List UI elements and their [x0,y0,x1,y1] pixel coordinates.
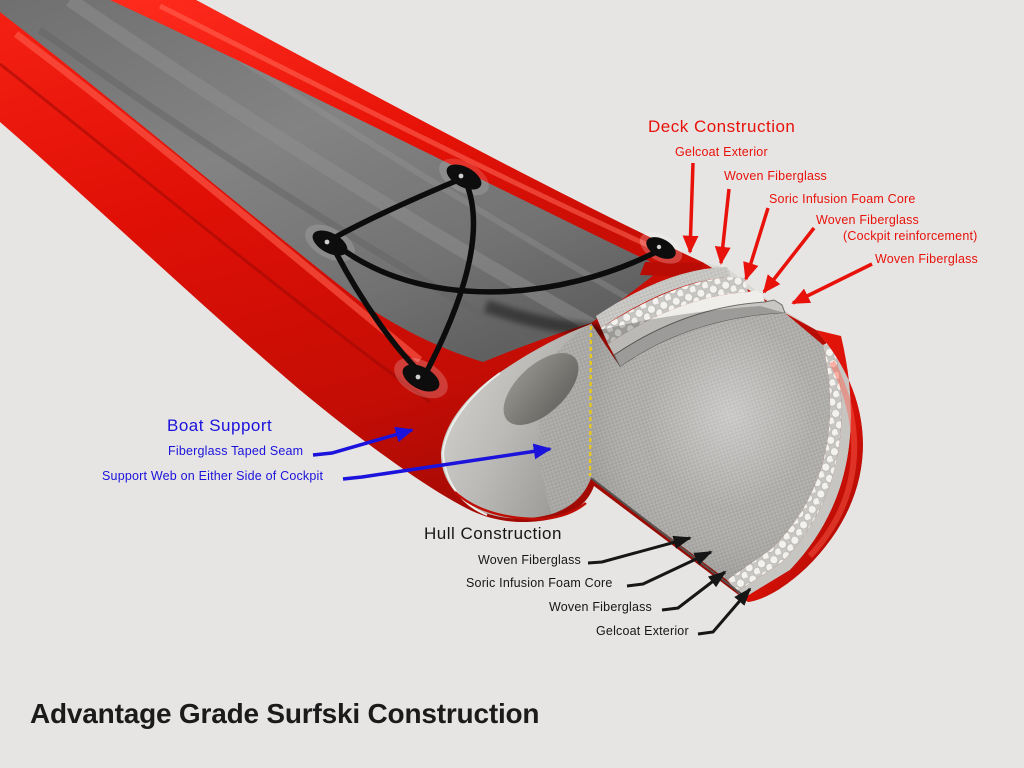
support-arrow-web [342,443,552,481]
deck-arrow-cockpit-reinforcement [762,226,816,294]
deck-arrow-woven-fiberglass-1 [714,188,731,265]
hull-layer-label-gelcoat-exterior: Gelcoat Exterior [596,624,689,638]
bungee-pad [646,237,676,259]
deck-layer-label-gelcoat-exterior: Gelcoat Exterior [675,145,768,159]
hull-side-crease-left [0,62,431,404]
deck-layer-foam-core [601,277,748,344]
deck-layer-fiberglass-1 [596,267,731,328]
support-label-fiberglass-taped-seam: Fiberglass Taped Seam [168,444,304,458]
hull-gelcoat-band [744,330,863,602]
bungee-cord [331,175,466,241]
hull-arrow-woven-fiberglass-1 [587,535,692,565]
support-web-cutout [503,353,579,425]
hull-arrow-gelcoat-exterior [697,587,752,636]
deck-arrow-gelcoat-exterior [682,162,699,254]
deck-arrow-woven-fiberglass-2 [791,262,873,305]
bow-rim-red-lip [454,491,587,521]
deck-layer-label-woven-fiberglass-2: Woven Fiberglass [875,252,979,266]
hull-construction-heading: Hull Construction [424,524,562,543]
annotation-arrows [312,162,873,636]
hull-layer-label-soric-foam-core: Soric Infusion Foam Core [466,576,613,590]
hull-interior-shading [591,313,831,580]
bungee-rigging [305,158,683,399]
hull-layer-label-woven-fiberglass-1: Woven Fiberglass [478,553,582,567]
hull-side-highlight-left [13,31,423,363]
diagram-title: Advantage Grade Surfski Construction [30,698,540,729]
hull-gelcoat-highlight [807,360,858,559]
deck-construction-heading: Deck Construction [648,117,796,136]
deck-underside-shadow [591,306,785,367]
support-arrow-taped-seam [312,426,414,457]
gunwale-highlight-right [158,3,674,259]
bungee-pad [446,164,482,190]
hull-arrow-woven-fiberglass-2 [661,570,727,612]
hull-layer-label-woven-fiberglass-2: Woven Fiberglass [549,600,653,614]
bungee-cord [422,177,477,378]
hull-arrow-soric-foam-core [626,550,713,588]
deck-layer-label-cockpit-reinforcement: (Cockpit reinforcement) [843,229,978,243]
boat-support-heading: Boat Support [167,416,273,435]
hull-core-honeycomb-band [727,340,842,592]
bungee-cord [331,240,663,295]
deck-layer-label-woven-fiberglass-1: Woven Fiberglass [724,169,828,183]
bungee-pad [312,230,348,256]
deck-layer-label-woven-fiberglass-cockpit: Woven Fiberglass [816,213,920,227]
bungee-pad [402,364,440,392]
deck-layer-label-soric-foam-core: Soric Infusion Foam Core [769,192,916,206]
support-label-support-web: Support Web on Either Side of Cockpit [102,469,324,483]
deck-layer-white [608,290,765,355]
deck-arrow-soric-foam-core [743,207,770,281]
